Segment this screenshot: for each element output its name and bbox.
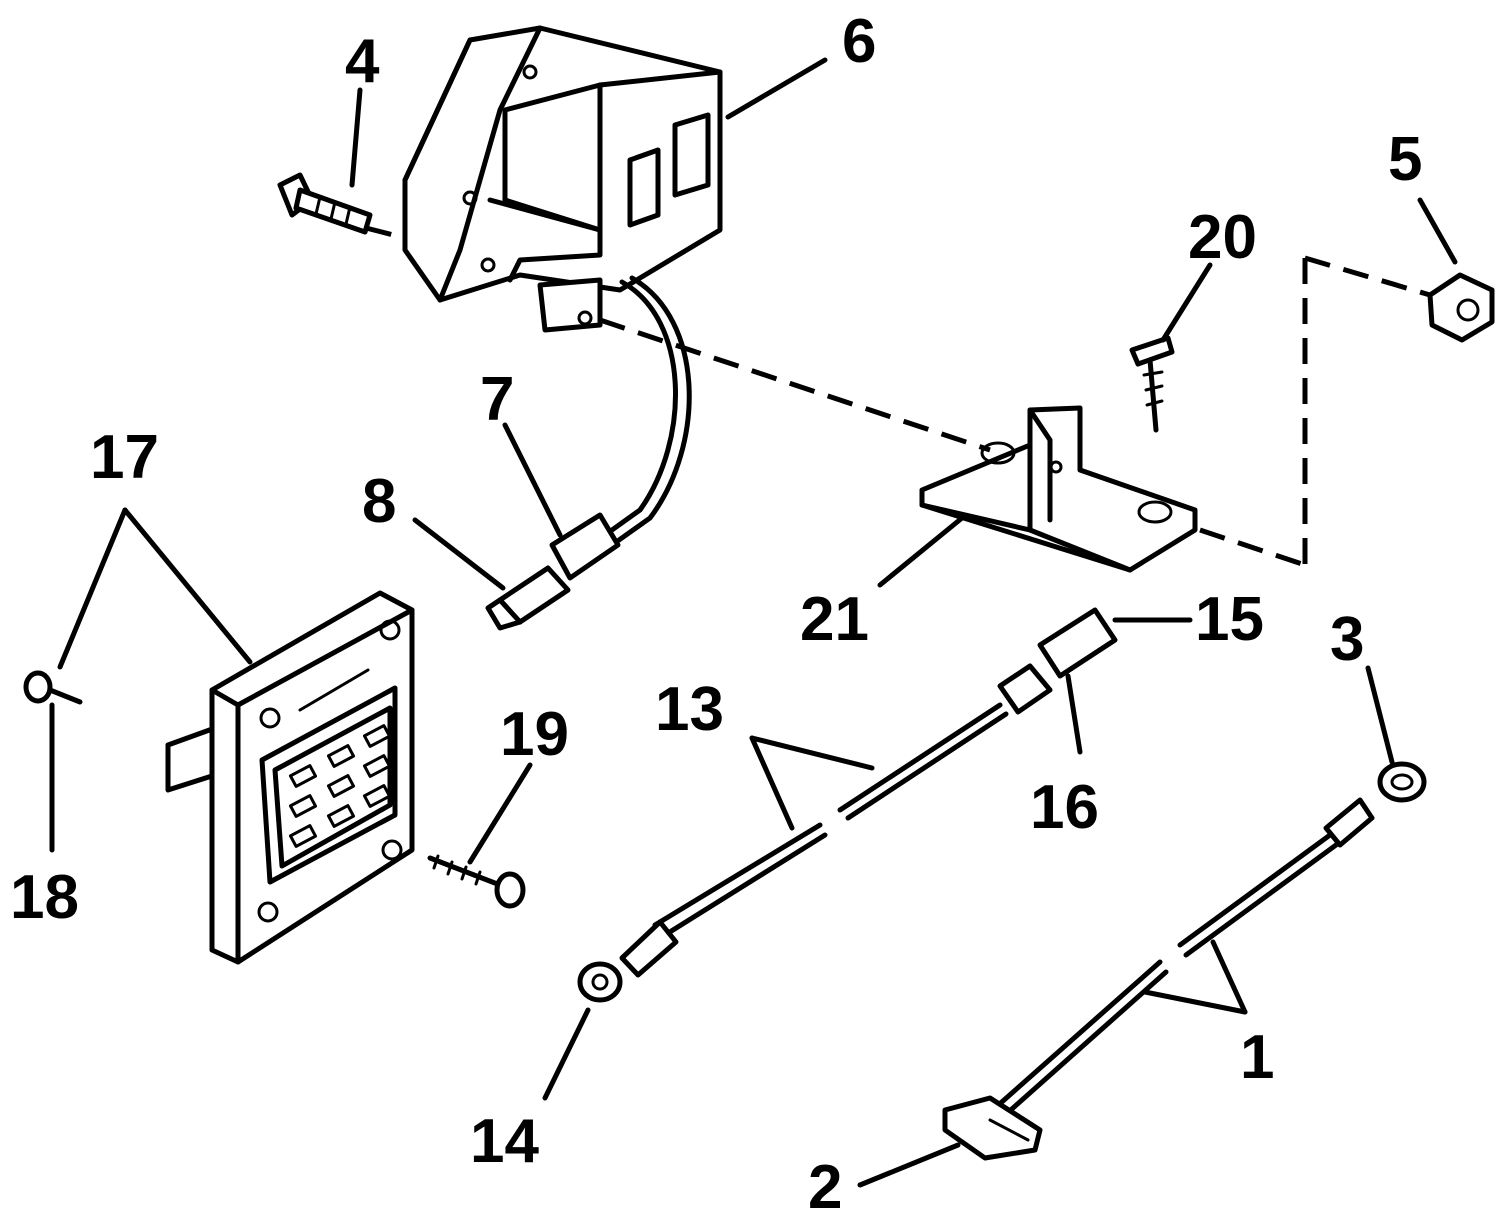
label-part-6: 6: [842, 7, 876, 76]
part-6-module-housing: [402, 25, 723, 333]
leader-5: [1417, 197, 1458, 265]
label-part-5: 5: [1388, 125, 1422, 194]
leader-13a: [749, 735, 875, 771]
part-19-screw: [427, 854, 526, 909]
label-part-13: 13: [655, 675, 724, 744]
part-4-screw: [277, 172, 373, 235]
leader-7: [502, 422, 563, 538]
label-part-21: 21: [800, 585, 869, 654]
label-part-19: 19: [500, 700, 569, 769]
part-15-connector: [1037, 607, 1118, 679]
leader-4: [349, 87, 363, 188]
part-1-lead-wire: [992, 797, 1375, 1119]
label-part-16: 16: [1030, 773, 1099, 842]
label-part-20: 20: [1188, 203, 1257, 272]
leader-13b: [749, 735, 795, 831]
part-14-ring-terminal: [577, 919, 679, 1003]
leader-17b: [122, 507, 253, 665]
part-5-nut: [1427, 272, 1495, 343]
leader-1b: [1210, 939, 1248, 1015]
label-part-2: 2: [808, 1153, 842, 1215]
label-part-8: 8: [362, 467, 396, 536]
part-3-ring-terminal: [1377, 761, 1427, 803]
part-17-switch-panel: [165, 590, 415, 965]
leader-2: [857, 1142, 961, 1188]
leader-21: [877, 515, 965, 588]
leader-6: [725, 57, 828, 120]
leader-19: [467, 762, 533, 865]
part-21-mounting-bracket: [919, 405, 1198, 573]
label-part-1: 1: [1240, 1023, 1274, 1092]
part-8-plug-connector: [485, 565, 571, 631]
leader-14: [542, 1007, 591, 1101]
label-part-7: 7: [480, 365, 514, 434]
switch-keypad-grid: [288, 724, 392, 848]
leader-lines: [49, 57, 1458, 1188]
part-20-screw: [1129, 335, 1175, 433]
leader-17a: [57, 507, 128, 670]
label-part-18: 18: [10, 863, 79, 932]
label-part-3: 3: [1330, 605, 1364, 674]
part-16-sleeve: [997, 663, 1053, 715]
leader-16: [1065, 673, 1083, 755]
part-2-spade-terminal: [942, 1095, 1043, 1161]
part-7-lead-wire: [549, 275, 692, 581]
part-number-labels: 4 6 5 20 7 17 8 21 15 3 13 19 16 18 1 14…: [10, 7, 1422, 1215]
label-part-15: 15: [1195, 585, 1264, 654]
assembly-dashed-lines: [365, 225, 1431, 568]
part-18-screw: [23, 670, 83, 705]
leader-1a: [1142, 989, 1248, 1015]
label-part-4: 4: [345, 27, 380, 96]
label-part-17: 17: [90, 423, 159, 492]
leader-8: [412, 517, 506, 591]
label-part-14: 14: [470, 1107, 539, 1176]
part-13-lead-wire: [652, 702, 1009, 938]
leader-20: [1160, 262, 1213, 343]
leader-3: [1365, 665, 1395, 765]
